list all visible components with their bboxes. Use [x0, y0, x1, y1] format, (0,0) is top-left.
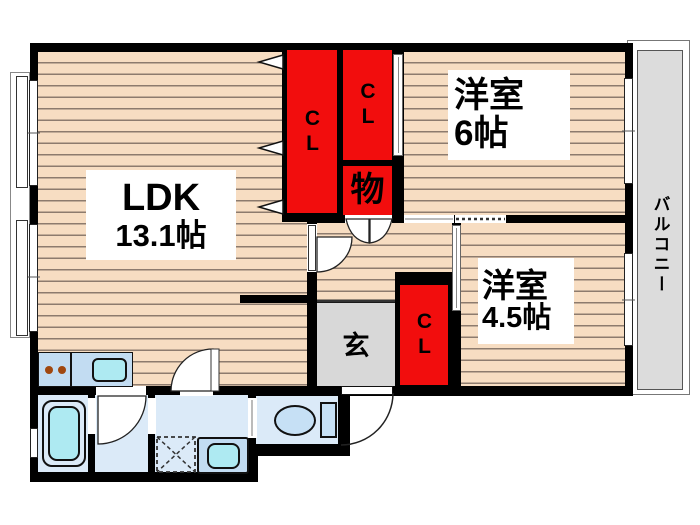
stove-burner — [58, 366, 66, 374]
changing-room-floor — [95, 395, 148, 472]
washroom-doorway — [180, 386, 213, 396]
room45-sliding-door — [452, 225, 461, 311]
closet-room6: CL — [343, 50, 392, 160]
bathtub-inner — [48, 406, 80, 461]
washbasin-sink — [207, 443, 240, 469]
room6-label-size: 6帖 — [454, 114, 509, 153]
closet-ldk: CL — [287, 50, 337, 213]
entrance-label: 玄 — [317, 303, 395, 383]
closet-ldk-label: CL — [301, 106, 324, 157]
storage-label: 物 — [350, 171, 385, 210]
room6-doorway — [404, 215, 454, 223]
ldk-label-size: 13.1帖 — [115, 217, 207, 253]
entrance-label-text: 玄 — [342, 330, 370, 361]
storage-box: 物 — [343, 166, 392, 215]
toilet-doorway — [248, 398, 257, 438]
closet-room45: CL — [400, 285, 448, 385]
left-window-sash-upper — [16, 76, 28, 188]
hall-wall — [307, 222, 317, 386]
balcony-label-text: バルコニー — [650, 195, 670, 295]
window-ldk-upper — [29, 80, 38, 186]
window-ldk-lower — [29, 224, 38, 332]
entrance-floor — [317, 303, 395, 386]
washroom-passage — [148, 398, 156, 434]
ldk-label-name: LDK — [121, 176, 201, 219]
room45-label-name: 洋室 — [482, 266, 548, 304]
changing-room-doorway — [96, 386, 146, 396]
kitchen-sink — [92, 358, 127, 382]
room6-label-name: 洋室 — [454, 76, 525, 116]
closet-room45-label: CL — [413, 310, 436, 360]
window-room6 — [624, 78, 633, 184]
ldk-label: LDK 13.1帖 — [86, 170, 236, 260]
room45-label-size: 4.5帖 — [482, 302, 552, 335]
balcony-area — [637, 50, 683, 390]
balcony-label: バルコニー — [645, 140, 675, 350]
window-bathroom — [30, 428, 38, 458]
toilet-tank — [320, 402, 337, 438]
left-window-sash-lower — [16, 220, 28, 336]
kitchen-wall-stub — [240, 295, 317, 303]
entrance-door-leaf — [341, 386, 393, 395]
bathroom-doorway — [88, 398, 96, 434]
window-room45 — [624, 253, 633, 346]
toilet-bowl — [274, 405, 316, 436]
room6-label: 洋室 6帖 — [448, 70, 570, 160]
closet-room6-label: CL — [356, 80, 380, 130]
closet-room6-door — [393, 54, 403, 156]
stove-burner — [45, 366, 53, 374]
room45-label: 洋室 4.5帖 — [478, 258, 574, 344]
